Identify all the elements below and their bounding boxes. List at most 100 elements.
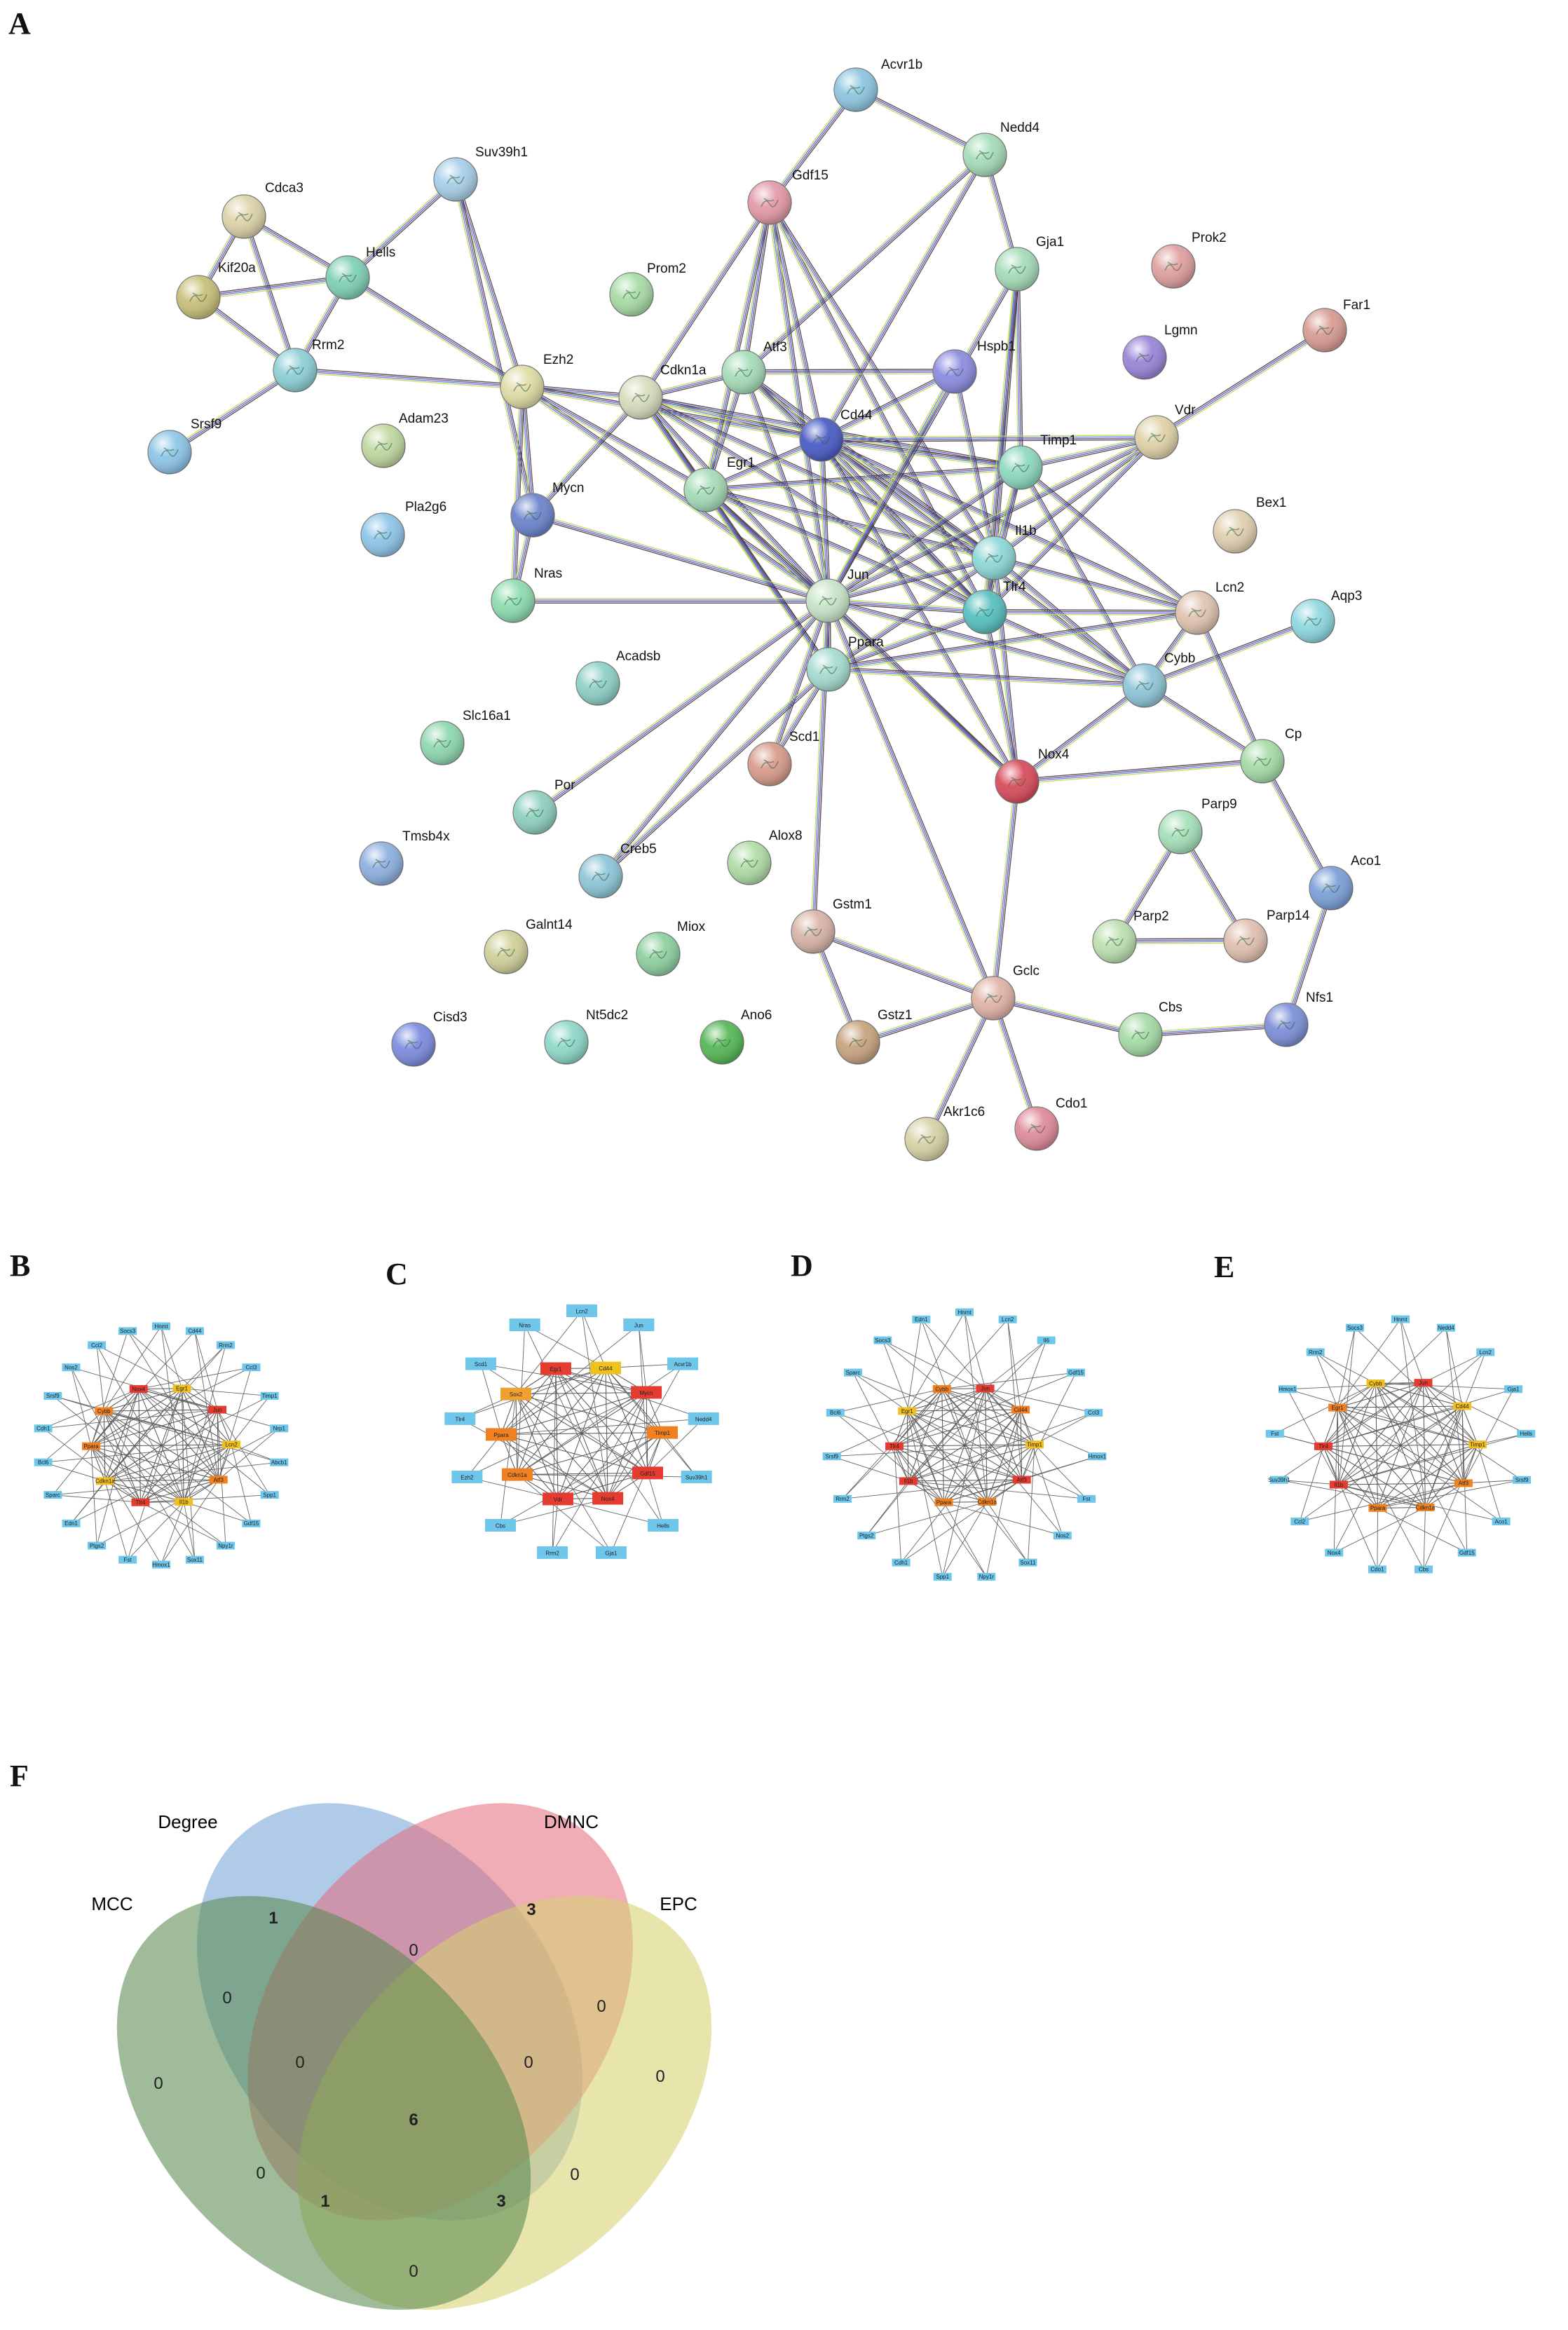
outer-gene-ccl2: Ccl2	[1290, 1517, 1309, 1525]
node-label-cdkn1a: Cdkn1a	[660, 363, 707, 378]
node-label-bex1: Bex1	[1256, 496, 1286, 510]
hub-gene-nox4: Nox4	[129, 1385, 148, 1394]
node-label-aqp3: Aqp3	[1331, 589, 1362, 604]
hub-network-d: HnmtLcn2Il6Gdf15Ccl3Hmox1FstNos2Sox11Npy…	[822, 1308, 1107, 1581]
outer-gene-label: Scd1	[475, 1361, 488, 1368]
hub-network-b: HnmtCd44Rrm2Ccl3Timp1Nrp1Abcb1Spp1Gdf15N…	[34, 1322, 289, 1569]
node-label-nras: Nras	[534, 566, 562, 581]
outer-gene-ccl2: Ccl2	[88, 1341, 107, 1349]
edge-kif20a-hells	[198, 275, 348, 300]
node-label-cisd3: Cisd3	[433, 1010, 468, 1025]
edge-timp1-jun	[826, 465, 1023, 604]
node-label-acadsb: Acadsb	[616, 649, 660, 664]
node-gclc: Gclc	[971, 964, 1039, 1021]
hub-gene-label: Cybb	[97, 1408, 111, 1415]
panel-label-b: B	[10, 1248, 30, 1283]
outer-gene-label: Lcn2	[1002, 1316, 1014, 1323]
edge-jun-nras	[513, 598, 828, 604]
node-prok2: Prok2	[1151, 231, 1227, 289]
venn-label-degree: Degree	[158, 1811, 217, 1832]
hub-gene-cdkn1a: Cdkn1a	[1416, 1504, 1436, 1512]
edge-gclc-gstz1	[857, 995, 995, 1045]
outer-gene-acvr1b: Acvr1b	[667, 1357, 699, 1370]
panel-label-c: C	[386, 1257, 408, 1291]
node-parp9: Parp9	[1158, 797, 1237, 854]
edge-jun-scd1	[767, 599, 831, 765]
node-ppara: Ppara	[806, 635, 884, 692]
outer-gene-label: Srsf9	[1515, 1477, 1529, 1483]
edge-gdf15-egr1	[703, 202, 772, 491]
hub-gene-label: Timp1	[1470, 1441, 1485, 1447]
hub-gene-networks: HnmtCd44Rrm2Ccl3Timp1Nrp1Abcb1Spp1Gdf15N…	[34, 1304, 1536, 1581]
node-cd44: Cd44	[799, 408, 873, 462]
hub-gene-label: Mycn	[640, 1390, 653, 1396]
node-label-lcn2: Lcn2	[1215, 580, 1244, 595]
outer-gene-sox11: Sox11	[1018, 1558, 1037, 1567]
edge-ppara-creb5	[599, 667, 831, 878]
hub-gene-cdkn1a: Cdkn1a	[977, 1497, 997, 1506]
outer-gene-label: Gja1	[605, 1550, 617, 1556]
outer-gene-gja1: Gja1	[1504, 1385, 1523, 1394]
edge-il1b-jun	[827, 555, 995, 604]
node-galnt14: Galnt14	[484, 918, 573, 974]
hub-gene-jun: Jun	[976, 1384, 995, 1393]
hub-gene-label: Cdkn1a	[95, 1478, 115, 1485]
node-label-timp1: Timp1	[1040, 433, 1077, 448]
hub-gene-cd44: Cd44	[1011, 1405, 1030, 1414]
node-label-gstm1: Gstm1	[833, 897, 872, 912]
node-label-scd1: Scd1	[789, 730, 819, 744]
outer-gene-cd44: Cd44	[185, 1327, 204, 1335]
hub-network-c: Lcn2JunAcvr1bNedd4Suv39h1HellsGja1Rrm2Cb…	[444, 1304, 719, 1559]
outer-gene-label: Srsf9	[46, 1393, 60, 1399]
outer-gene-lcn2: Lcn2	[1476, 1348, 1495, 1356]
outer-gene-label: Cdh1	[36, 1426, 50, 1432]
node-label-rrm2: Rrm2	[312, 338, 344, 353]
outer-gene-label: Cdh1	[894, 1560, 908, 1566]
node-acvr1b: Acvr1b	[833, 57, 922, 112]
outer-gene-npy1r: Npy1r	[977, 1572, 996, 1581]
hub-gene-gdf15: Gdf15	[632, 1466, 663, 1480]
node-cybb: Cybb	[1122, 651, 1195, 708]
outer-gene-label: Socs3	[1347, 1325, 1363, 1331]
outer-gene-bcl6: Bcl6	[826, 1408, 845, 1417]
outer-gene-nos2: Nos2	[1053, 1532, 1072, 1540]
node-label-jun: Jun	[847, 568, 869, 582]
edge-il1b-cybb	[992, 555, 1147, 688]
edge-vdr-tlr4	[983, 435, 1159, 614]
edge-vdr-far1	[1154, 327, 1327, 440]
outer-gene-ezh2: Ezh2	[451, 1471, 483, 1484]
outer-gene-hells: Hells	[1517, 1429, 1536, 1438]
hub-gene-label: Cdkn1a	[977, 1499, 997, 1505]
outer-gene-label: Cbs	[496, 1522, 505, 1529]
edge-hells-ezh2	[346, 275, 524, 390]
node-creb5: Creb5	[578, 842, 657, 899]
hub-gene-label: Cdkn1a	[1416, 1504, 1436, 1511]
edge-cdca3-rrm2	[241, 215, 298, 372]
outer-gene-nras: Nras	[509, 1319, 540, 1332]
hub-gene-nox4: Nox4	[592, 1492, 624, 1505]
outer-gene-edn1: Edn1	[912, 1315, 931, 1323]
outer-gene-label: Gdf15	[244, 1520, 259, 1527]
outer-gene-label: Sparc	[46, 1492, 60, 1498]
edge-gdf15-cd44	[767, 202, 824, 440]
outer-gene-socs3: Socs3	[118, 1327, 137, 1335]
venn-count: 0	[409, 1941, 418, 1960]
node-label-kif20a: Kif20a	[218, 261, 256, 275]
hub-gene-label: Jun	[1419, 1379, 1428, 1386]
hub-gene-label: Vdr	[554, 1497, 563, 1503]
hub-gene-label: Egr1	[550, 1366, 561, 1372]
venn-label-dmnc: DMNC	[544, 1811, 599, 1832]
venn-count: 0	[295, 2053, 304, 2072]
outer-gene-label: Npy1r	[218, 1543, 233, 1549]
edge-cybb-cp	[1143, 683, 1264, 764]
outer-gene-label: Rrm2	[219, 1342, 233, 1349]
node-parp2: Parp2	[1092, 909, 1169, 964]
node-label-cdo1: Cdo1	[1056, 1096, 1087, 1111]
venn-count: 0	[409, 2262, 418, 2281]
edge-vdr-jun	[826, 435, 1158, 604]
hub-gene-cybb: Cybb	[1366, 1379, 1385, 1387]
node-label-gdf15: Gdf15	[792, 168, 829, 183]
outer-gene-ptgs2: Ptgs2	[88, 1541, 107, 1550]
